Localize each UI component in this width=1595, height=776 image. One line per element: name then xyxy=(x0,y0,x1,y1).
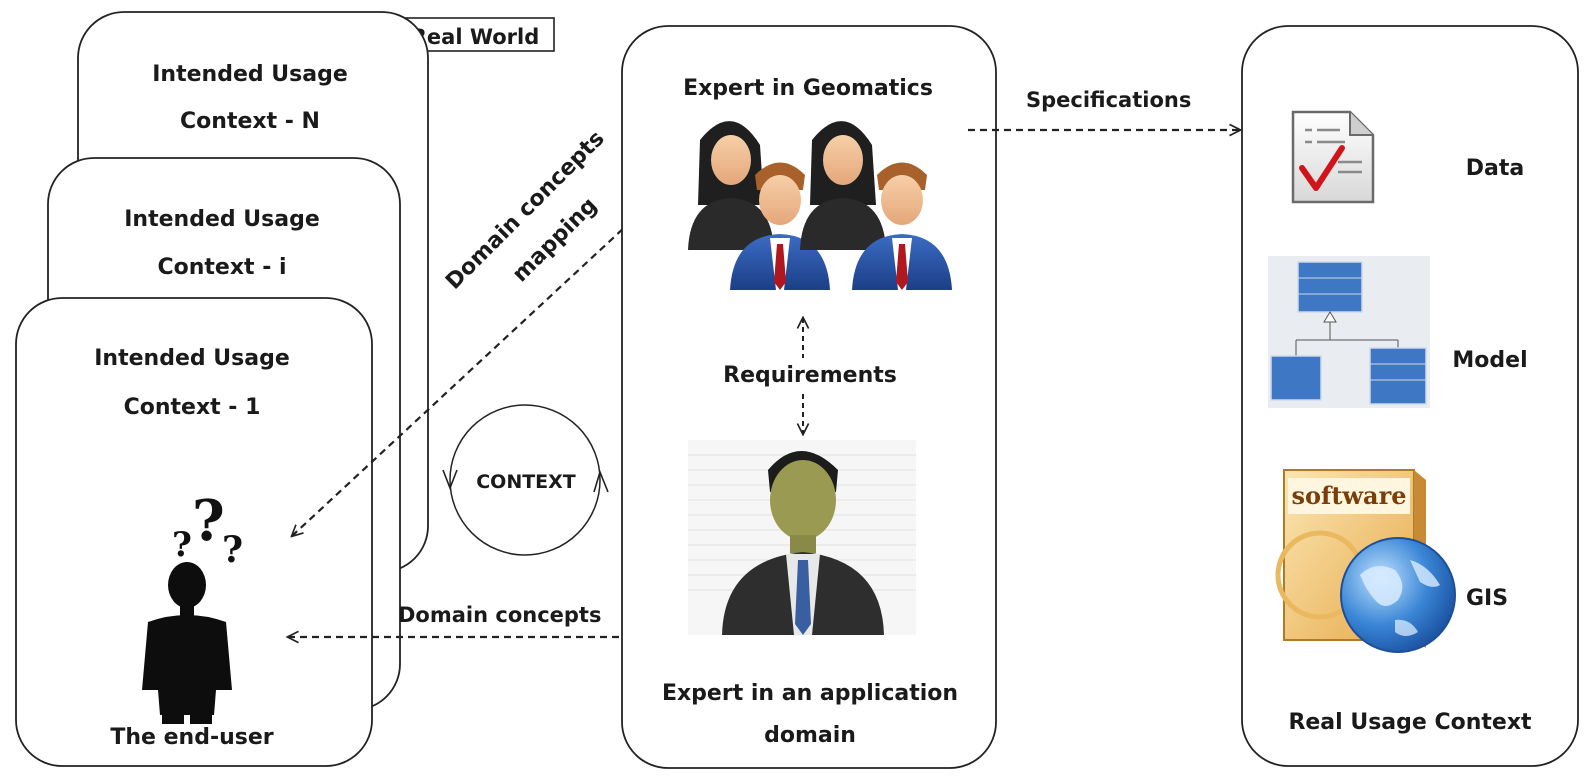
svg-text:?: ? xyxy=(222,529,243,571)
mapping-arrow xyxy=(292,188,667,536)
context-i-line1: Intended Usage xyxy=(124,207,320,232)
expert-domain-line1: Expert in an application xyxy=(662,681,958,706)
real-usage-item-data: Data xyxy=(1466,156,1524,181)
real-usage-item-model: Model xyxy=(1452,348,1527,373)
context-i-line2: Context - i xyxy=(157,255,286,280)
expert-geomatics-label: Expert in Geomatics xyxy=(683,76,933,101)
context-circle-label: CONTEXT xyxy=(476,471,576,493)
uml-diagram-icon xyxy=(1268,256,1430,408)
svg-text:?: ? xyxy=(172,525,192,565)
specifications-label: Specifications xyxy=(1026,88,1191,112)
context-n-line2: Context - N xyxy=(180,109,320,134)
domain-mapping-label: Domain concepts mapping xyxy=(441,126,609,294)
requirements-label: Requirements xyxy=(723,363,897,388)
expert-group-icon xyxy=(688,121,952,290)
end-user-label: The end-user xyxy=(110,725,273,750)
expert-domain-line2: domain xyxy=(764,723,856,748)
context-n-line1: Intended Usage xyxy=(152,62,348,87)
person-silhouette-icon xyxy=(142,562,232,724)
software-globe-icon: software xyxy=(1275,469,1456,653)
real-usage-footer: Real Usage Context xyxy=(1288,710,1532,735)
software-box-text: software xyxy=(1291,481,1406,510)
businessman-icon xyxy=(688,440,916,635)
context-1-line1: Intended Usage xyxy=(94,346,290,371)
real-usage-item-gis: GIS xyxy=(1466,586,1508,611)
question-marks-icon: ? ? ? xyxy=(172,488,243,571)
context-card-1: Intended Usage Context - 1 The end-user xyxy=(15,297,373,767)
document-check-icon xyxy=(1291,110,1375,204)
svg-text:?: ? xyxy=(192,488,225,554)
context-1-line2: Context - 1 xyxy=(124,395,261,420)
real-world-label: Real World xyxy=(411,25,540,49)
context-cycle: CONTEXT xyxy=(442,404,609,556)
experts-card: Expert in Geomatics Requirements Expert … xyxy=(621,25,997,769)
domain-concepts-label: Domain concepts xyxy=(398,603,601,627)
